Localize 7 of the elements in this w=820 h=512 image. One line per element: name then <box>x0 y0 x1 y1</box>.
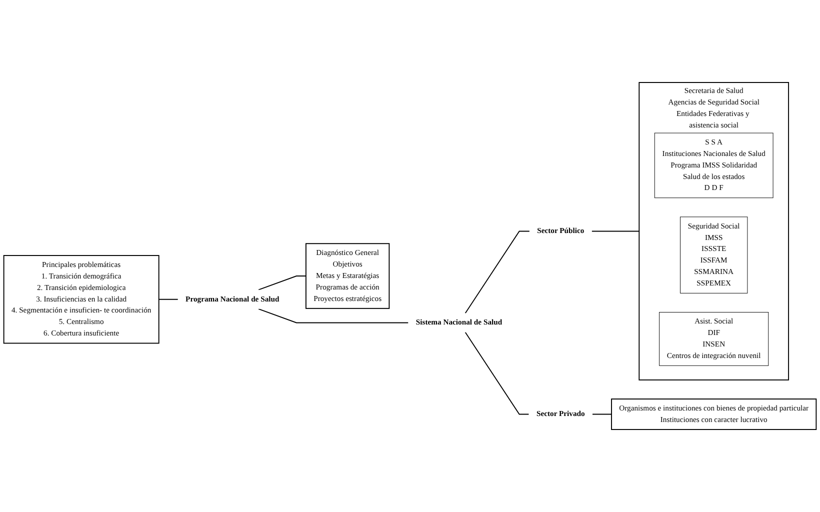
connector <box>464 332 530 415</box>
connector <box>258 276 306 290</box>
connector <box>592 414 612 415</box>
connector <box>158 298 178 300</box>
connector <box>258 308 409 324</box>
connector <box>591 230 640 232</box>
connector <box>464 230 530 314</box>
